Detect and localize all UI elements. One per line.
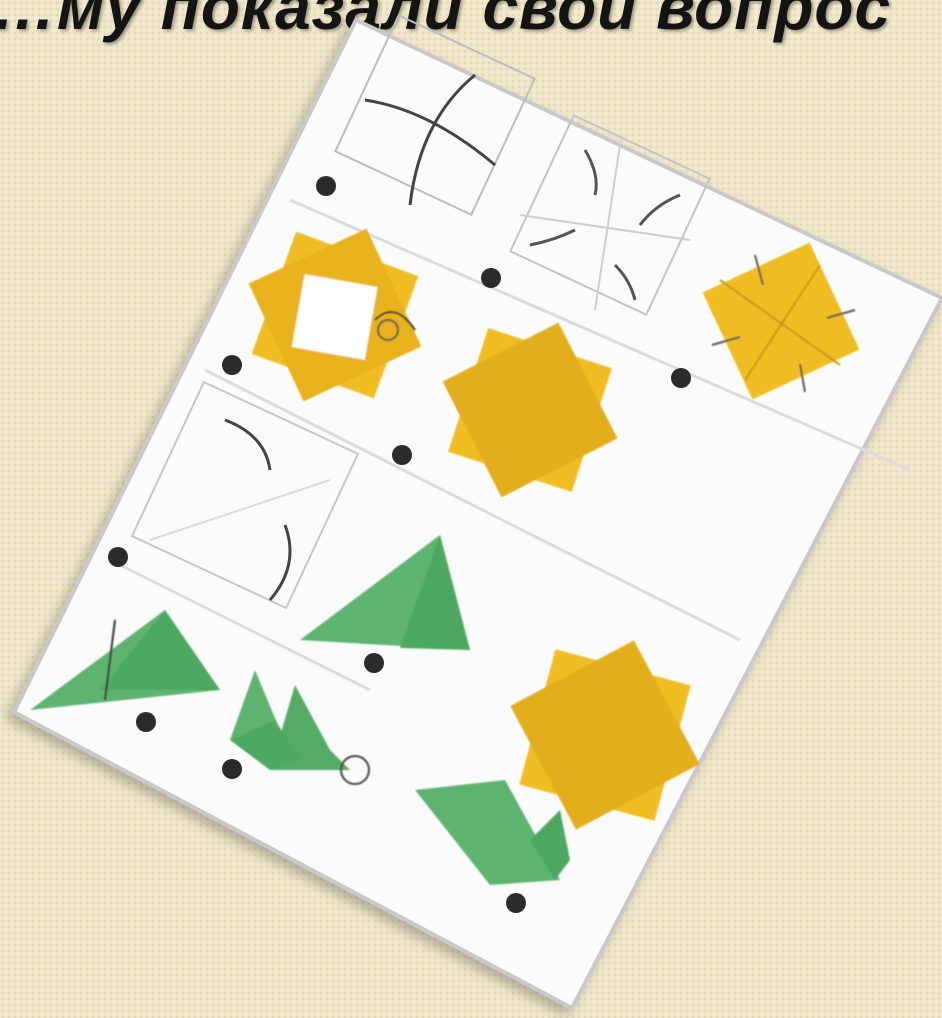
step-marker bbox=[506, 893, 526, 913]
step-marker bbox=[671, 368, 691, 388]
step-marker bbox=[222, 355, 242, 375]
step-marker bbox=[108, 547, 128, 567]
step-marker bbox=[364, 653, 384, 673]
step-marker bbox=[392, 445, 412, 465]
step-marker bbox=[136, 712, 156, 732]
step-marker bbox=[316, 176, 336, 196]
step-marker bbox=[481, 268, 501, 288]
step-marker bbox=[222, 759, 242, 779]
